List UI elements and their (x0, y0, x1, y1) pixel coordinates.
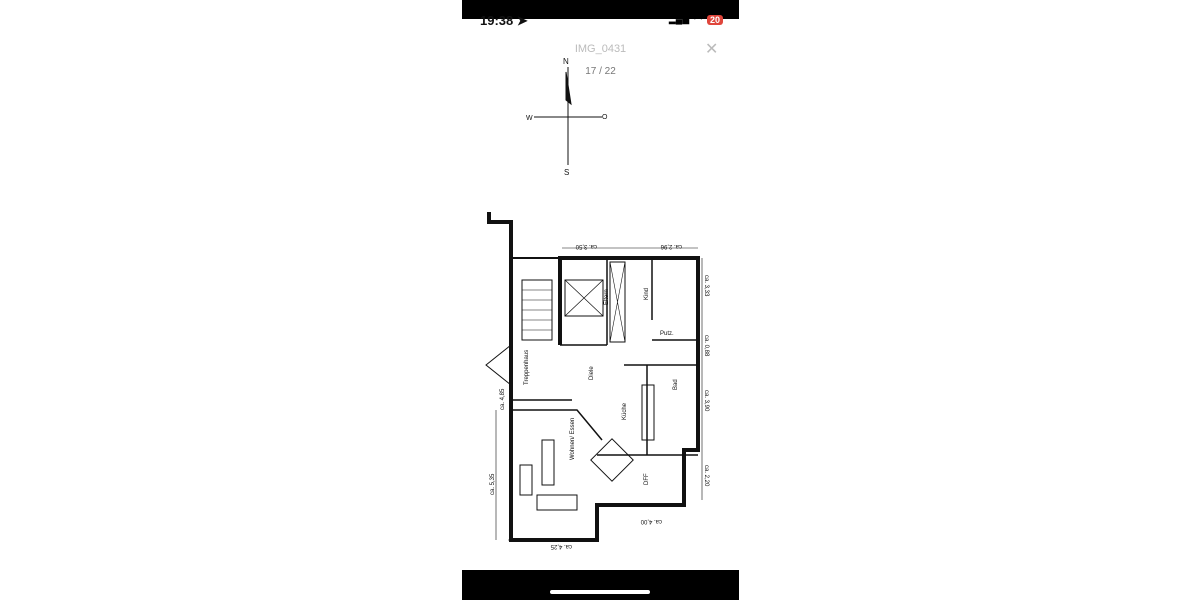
dimension: ca. 4,85 (500, 388, 506, 410)
floorplan-image: N S W O Treppenhaus (485, 57, 709, 549)
dimension: ca. 4,00 (640, 518, 662, 524)
floorplan-walls (485, 212, 703, 542)
dimension: ca. 0,88 (703, 335, 709, 357)
room-label-parents: Eltern (604, 289, 610, 305)
dimension: ca. 3,50 (575, 243, 597, 249)
room-label-bath: Bad (673, 379, 679, 390)
room-label-kitchen: Küche (622, 402, 628, 420)
dimension: ca. 2,96 (660, 243, 682, 249)
top-black-bar (462, 0, 739, 19)
bottom-black-bar (462, 570, 739, 600)
dimension: ca. 3,33 (703, 275, 709, 297)
location-arrow-icon: ➤ (516, 13, 528, 28)
dimension: ca. 3,90 (703, 390, 709, 412)
dimension: ca. 5,35 (490, 473, 496, 495)
wifi-icon: ◠ (694, 14, 702, 24)
status-time: 19:38 ➤ (480, 13, 528, 28)
compass-north: N (563, 57, 569, 66)
dimension: ca. 4,25 (550, 543, 572, 549)
compass-east: O (602, 114, 608, 121)
room-label-child: Kind (644, 288, 650, 300)
signal-icon: ▂▄▆ (668, 14, 690, 24)
room-label-cleaning: Putz. (660, 331, 674, 337)
image-counter: 17 / 22 (585, 66, 616, 77)
image-viewer: 19:38 ➤ ▂▄▆ ◠ 20 IMG_0431 17 / 22 ✕ N S … (462, 0, 739, 600)
dimension: ca. 2,20 (703, 465, 709, 487)
room-label-living: Wohnen/ Essen (570, 418, 576, 460)
close-icon[interactable]: ✕ (705, 41, 719, 58)
battery-icon: 20 (706, 14, 723, 25)
status-icons: ▂▄▆ ◠ 20 (669, 14, 723, 25)
room-label-stair: Treppenhaus (524, 350, 530, 385)
compass-west: W (526, 115, 533, 122)
image-title: IMG_0431 (574, 43, 627, 55)
room-label-hall: Diele (589, 366, 595, 380)
room-label-dff: DFF (644, 473, 650, 485)
compass-south: S (564, 168, 569, 177)
home-indicator[interactable] (550, 590, 650, 594)
compass: N S W O (526, 57, 608, 177)
